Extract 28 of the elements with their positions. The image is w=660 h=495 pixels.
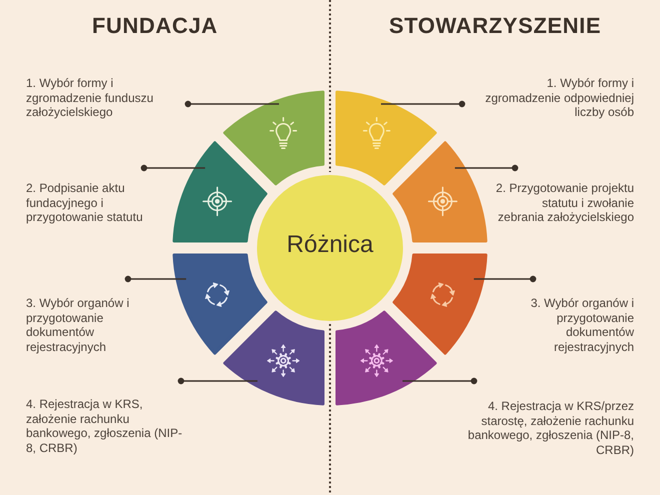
leader-line [178,378,258,384]
leader-line [140,164,206,172]
leader-line [124,276,186,282]
ring-segment [334,90,438,186]
leader-line [454,164,518,172]
step-description: 2. Podpisanie aktu fundacyjnego i przygotowanie statutu [26,181,156,224]
column-heading: FUNDACJA [92,14,218,38]
ring-segment [392,140,488,243]
step-description: 3. Wybór organów i przygotowanie dokumentów rejestracyjnych [26,296,144,354]
ring-segment [335,310,438,406]
center-label: Różnica [286,231,374,259]
leader-line [402,378,478,384]
step-description: 1. Wybór formy i zgromadzenie funduszu założycielskiego [26,76,176,120]
step-description: 1. Wybór formy i zgromadzenie odpowiedniej liczby osób [479,76,634,120]
leader-line [474,276,536,282]
center-circle [257,175,403,321]
step-description: 4. Rejestracja w KRS/przez starostę, założenie rachunku bankowego, zgłoszenia (NIP-8, CRBR) [456,399,634,457]
step-description: 3. Wybór organów i przygotowanie dokumentów rejestracyjnych [516,296,634,354]
column-heading: STOWARZYSZENIE [389,14,602,38]
leader-line [184,100,279,108]
step-description: 4. Rejestracja w KRS, założenie rachunku bankowego, zgłoszenia (NIP-8, CRBR) [26,397,186,455]
ring-segment [172,140,268,244]
ring-segment [222,90,325,186]
ring-segment [172,253,268,356]
ring-segment [392,253,488,356]
step-description: 2. Przygotowanie projektu statutu i zwołanie zebrania założycielskiego [494,181,634,224]
ring-segment [222,310,325,406]
leader-line [381,100,466,108]
